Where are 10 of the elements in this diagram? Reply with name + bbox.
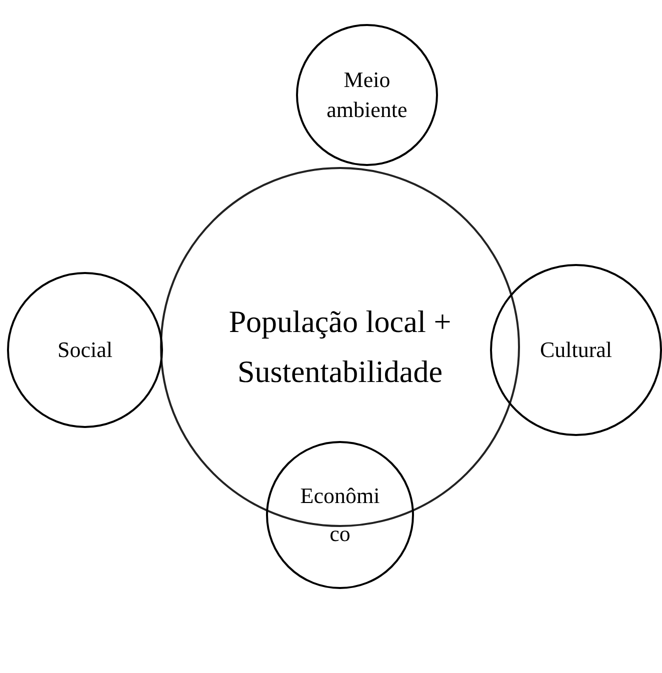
concept-circle — [296, 24, 438, 166]
concept-circle — [7, 272, 163, 428]
concept-circle — [160, 167, 520, 527]
circle-label: Meio ambiente — [326, 66, 408, 124]
circle-label: População local + Sustentabilidade — [228, 303, 452, 391]
circle-label: Cultural — [540, 336, 612, 364]
concept-circle — [266, 441, 414, 589]
circle-label: Econômi co — [299, 482, 381, 548]
circle-label: Social — [58, 336, 112, 364]
concept-circle — [490, 264, 662, 436]
